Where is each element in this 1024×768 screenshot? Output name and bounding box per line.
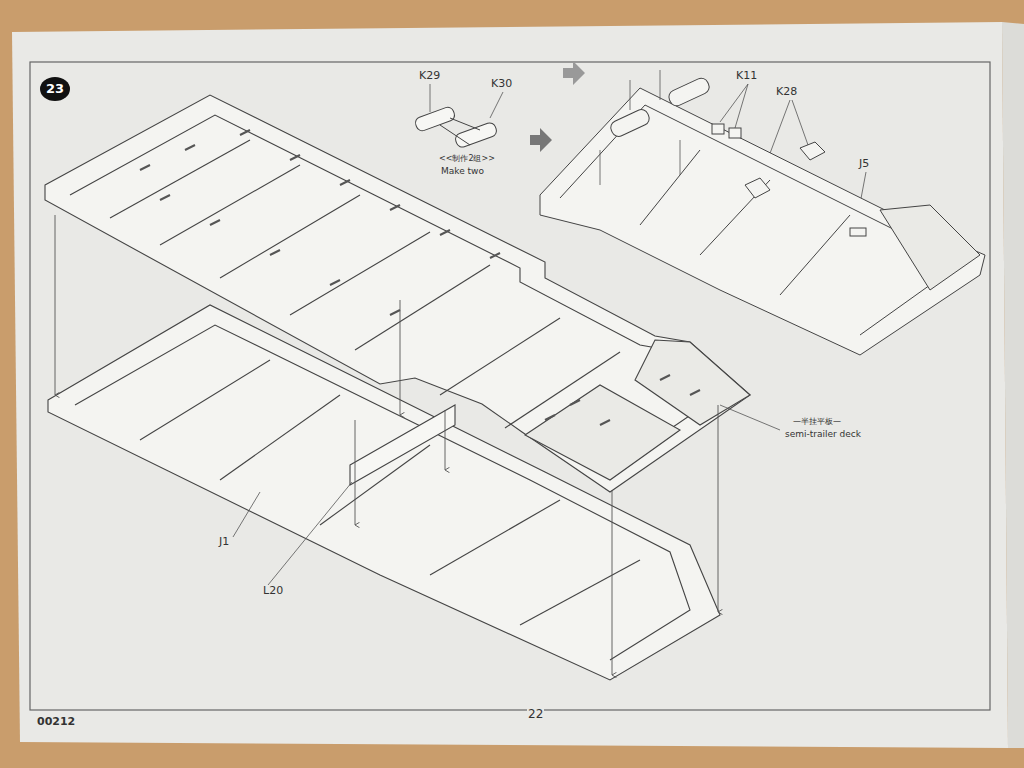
assembled-outline [540, 88, 985, 355]
bar [440, 125, 470, 145]
cylinder [608, 107, 651, 138]
frame-outline [48, 305, 720, 680]
note-chinese: <<制作2组>> [438, 155, 496, 164]
assembled-view [540, 76, 985, 355]
part-number: L20 [262, 585, 284, 597]
bracket [712, 124, 724, 134]
bracket [745, 178, 770, 198]
cross-member [160, 165, 300, 245]
arrow [680, 140, 681, 175]
lower-frame [48, 305, 720, 680]
arrow [445, 410, 446, 470]
note: semi-trailer deck [784, 430, 862, 440]
cylinder [667, 76, 712, 108]
ramp [525, 385, 680, 480]
cylinder [414, 106, 456, 133]
note: Make two [440, 167, 485, 177]
frame-rim [75, 325, 690, 660]
frame [30, 62, 990, 710]
cross-member [520, 560, 640, 625]
axle-subassembly [414, 106, 498, 149]
cross-member [440, 318, 560, 395]
cross-member [355, 265, 490, 350]
part-number: K29 [418, 70, 441, 82]
arrow [660, 70, 661, 100]
leader [490, 92, 503, 118]
kit-number: 00212 [36, 716, 76, 728]
bracket [729, 128, 741, 138]
next-page [1002, 22, 1024, 748]
arrow [55, 215, 56, 395]
cross-member [290, 232, 430, 315]
part-number: K30 [490, 78, 513, 90]
cross-member [220, 195, 360, 278]
bracket [800, 142, 825, 160]
step-number: 23 [40, 77, 70, 101]
assembly-arrows [55, 215, 718, 675]
assembled-arrows [600, 70, 680, 185]
arrow [630, 80, 631, 110]
part-number: K28 [775, 86, 798, 98]
arrow [612, 490, 613, 675]
cross-member [780, 215, 850, 295]
cross-member [110, 140, 250, 218]
cylinder [454, 121, 498, 149]
cross-member [220, 395, 340, 480]
cross-member [430, 500, 560, 575]
leader [430, 84, 431, 112]
step-arrow [530, 128, 552, 152]
note-chinese: —半挂平板— [792, 418, 842, 427]
cross-member [140, 360, 270, 440]
part-number: J1 [218, 536, 230, 548]
ramp [880, 205, 980, 290]
ramp [635, 340, 750, 425]
bracket [850, 228, 866, 236]
plate-l20 [350, 405, 455, 485]
arrow [355, 420, 356, 525]
arrow [400, 300, 401, 415]
leader [792, 100, 808, 145]
part-number: K11 [735, 70, 758, 82]
leader [268, 482, 352, 585]
arrow [718, 405, 719, 612]
page [12, 22, 1008, 748]
cross-member [640, 150, 700, 225]
leader [720, 84, 748, 122]
leader [735, 84, 748, 128]
step-arrow [563, 61, 585, 85]
leader [233, 492, 260, 537]
part-number: J5 [858, 158, 870, 170]
page-number: 22 [527, 708, 544, 721]
arrow [600, 150, 601, 185]
bar [450, 118, 480, 130]
leader [720, 405, 780, 430]
